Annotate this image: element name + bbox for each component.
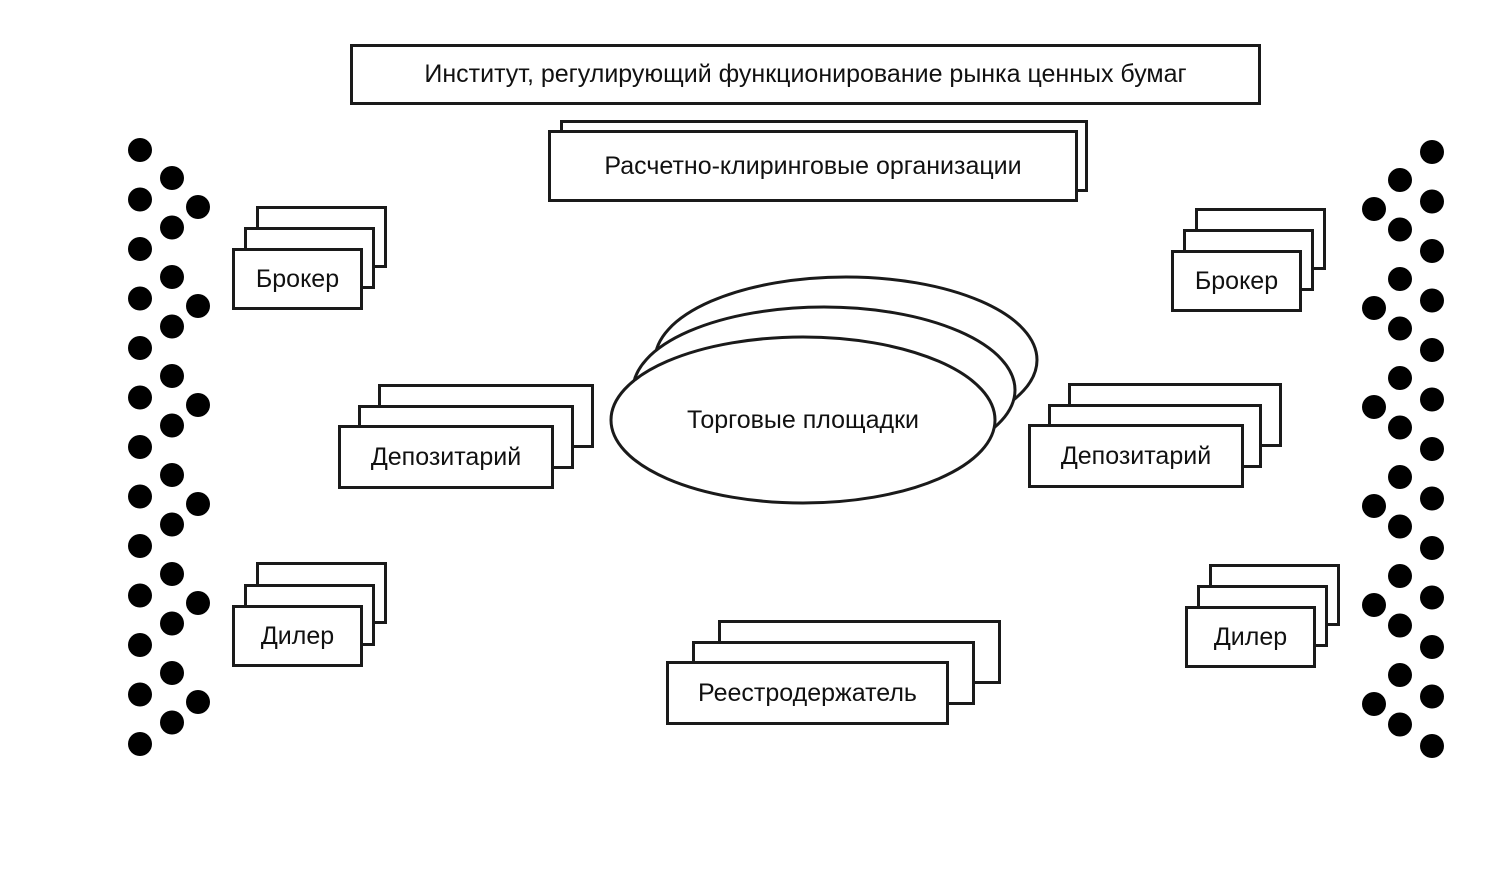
left-broker-card-1: Брокер [232, 248, 363, 310]
investor-dot [1420, 338, 1444, 362]
investor-dot [1388, 465, 1412, 489]
trading-ellipse-front [609, 335, 997, 505]
trading-label: Торговые площадки [687, 405, 919, 434]
investor-dot [1362, 197, 1386, 221]
investor-dot [186, 690, 210, 714]
investor-dot [1420, 387, 1444, 412]
investor-dot [1388, 366, 1412, 390]
investor-dot [128, 286, 152, 311]
investor-dot [1388, 564, 1412, 588]
investor-dot [1362, 296, 1386, 320]
left-dot-column [128, 138, 210, 756]
right-dealer-card-1: Дилер [1185, 606, 1316, 668]
investor-dot [128, 138, 152, 162]
investor-dot [1388, 514, 1412, 539]
investor-dot [186, 195, 210, 219]
investor-dot [160, 215, 184, 240]
investor-dot [160, 710, 184, 735]
investor-dot [1420, 239, 1444, 263]
investor-dot [1388, 217, 1412, 242]
investor-dot [1388, 613, 1412, 638]
investor-dot [128, 534, 152, 558]
investor-dot [160, 463, 184, 487]
investor-dot [128, 484, 152, 509]
investor-dot [186, 393, 210, 417]
investor-dot [160, 562, 184, 586]
investor-dot [1420, 288, 1444, 313]
right-dealer-label: Дилер [1213, 622, 1288, 651]
right-dot-column [1362, 140, 1444, 758]
clearing-box-front: Расчетно-клиринговые организации [548, 130, 1078, 202]
registrar-label: Реестродержатель [698, 678, 917, 707]
investor-dot [1420, 189, 1444, 214]
regulator-institute-label: Институт, регулирующий функционирование … [424, 60, 1187, 88]
investor-dot [128, 732, 152, 756]
investor-dot [128, 583, 152, 608]
investor-dot [160, 265, 184, 289]
investor-dot [186, 492, 210, 516]
investor-dot [1420, 734, 1444, 758]
investor-dot [1388, 712, 1412, 737]
investor-dot [128, 385, 152, 410]
investor-dot [1388, 267, 1412, 291]
right-broker-label: Брокер [1194, 266, 1279, 295]
investor-dot [1362, 593, 1386, 617]
investor-dot [128, 682, 152, 707]
regulator-institute-box: Институт, регулирующий функционирование … [350, 44, 1261, 105]
investor-dot [1388, 168, 1412, 192]
investor-dot [1388, 663, 1412, 687]
investor-dot [1420, 635, 1444, 659]
investor-dot [1362, 692, 1386, 716]
right-depository-card-1: Депозитарий [1028, 424, 1244, 488]
right-depository-label: Депозитарий [1060, 441, 1212, 470]
left-depository-label: Депозитарий [370, 442, 522, 471]
investor-dot [160, 364, 184, 388]
clearing-label: Расчетно-клиринговые организации [604, 151, 1022, 180]
investor-dot [1362, 494, 1386, 518]
investor-dot [1420, 140, 1444, 164]
investor-dot [1388, 415, 1412, 440]
investor-dot [160, 166, 184, 190]
left-dealer-label: Дилер [260, 621, 335, 650]
investor-dot [160, 413, 184, 438]
investor-dot [1420, 486, 1444, 511]
investor-dot [1362, 395, 1386, 419]
investor-dot [160, 611, 184, 636]
investor-dot [1420, 536, 1444, 560]
investor-dot [1420, 684, 1444, 709]
left-broker-label: Брокер [255, 264, 340, 293]
registrar-card-1: Реестродержатель [666, 661, 949, 725]
left-dealer-card-1: Дилер [232, 605, 363, 667]
investor-dot [1388, 316, 1412, 341]
left-depository-card-1: Депозитарий [338, 425, 554, 489]
investor-dot [1420, 437, 1444, 461]
investor-dot [186, 591, 210, 615]
investor-dot [1420, 585, 1444, 610]
investor-dot [128, 435, 152, 459]
investor-dot [160, 661, 184, 685]
investor-dot [128, 633, 152, 657]
investor-dot [186, 294, 210, 318]
investor-dot [128, 237, 152, 261]
investor-dot [128, 336, 152, 360]
investor-dot [128, 187, 152, 212]
investor-dot [160, 314, 184, 339]
right-broker-card-1: Брокер [1171, 250, 1302, 312]
investor-dot [160, 512, 184, 537]
